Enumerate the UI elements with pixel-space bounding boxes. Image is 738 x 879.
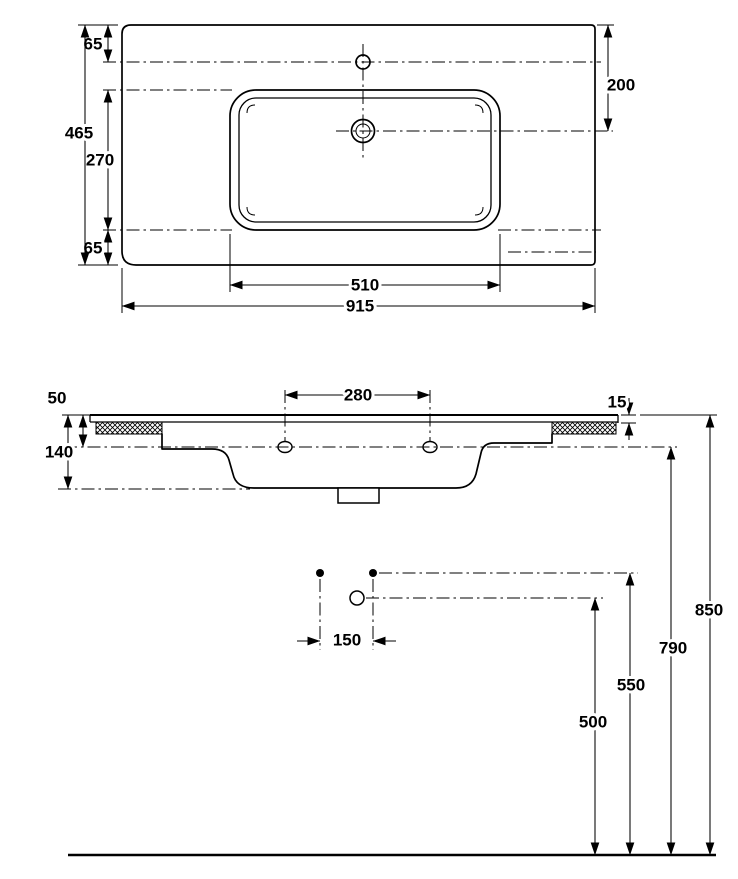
dim-label-rim-thickness: 15	[608, 393, 627, 412]
dim-outlet-height: 500	[576, 597, 610, 856]
dim-label-basin-to-front: 65	[84, 239, 103, 258]
dim-overall-depth: 465	[62, 24, 96, 266]
dim-outlet-span: 150	[297, 628, 396, 653]
fixing-bolt-left	[316, 569, 324, 577]
basin-corner-details	[246, 104, 484, 216]
dim-label-top-to-holes: 50	[48, 389, 67, 408]
dim-label-edge-to-faucet: 65	[84, 35, 103, 54]
dim-top-height: 850	[692, 414, 726, 856]
basin-rim-inner	[238, 97, 492, 223]
top-view-extension-lines	[78, 24, 614, 313]
dim-label-top-height: 850	[695, 601, 723, 620]
dim-label-outlet-span: 150	[333, 631, 361, 650]
side-view-centerlines	[58, 390, 677, 490]
dim-label-holes-height: 790	[659, 639, 687, 658]
drain-trap	[337, 487, 380, 504]
installation-extension-lines	[319, 572, 638, 650]
installation-view: 150 500 550 790 850	[68, 414, 726, 857]
dim-label-basin-width: 510	[351, 276, 379, 295]
wall-rail-left	[95, 421, 163, 435]
dim-label-outlet-height: 500	[579, 713, 607, 732]
dim-basin-width: 510	[229, 273, 501, 298]
countertop-outline	[121, 24, 596, 266]
dim-holes-span: 280	[284, 383, 431, 408]
dim-body-height: 140	[42, 414, 76, 490]
dim-label-body-height: 140	[45, 443, 73, 462]
dim-label-edge-to-drain: 200	[607, 76, 635, 95]
waste-outlet	[349, 590, 365, 606]
basin-rim-outer	[229, 89, 501, 231]
wall-rail-right	[551, 421, 617, 435]
fixing-bolt-right	[369, 569, 377, 577]
dim-rim-thickness: 15	[605, 390, 634, 440]
dim-label-bolts-height: 550	[617, 676, 645, 695]
dim-label-basin-depth: 270	[86, 151, 114, 170]
dim-top-to-holes: 50	[45, 386, 88, 448]
dim-label-holes-span: 280	[344, 386, 372, 405]
basin-body-profile	[161, 433, 553, 489]
dim-label-overall-depth: 465	[65, 124, 93, 143]
dim-overall-width: 915	[121, 294, 596, 319]
dim-edge-to-faucet: 65	[81, 24, 113, 63]
top-view-centerlines	[103, 44, 613, 253]
side-view: 50 140 280 15	[42, 383, 717, 504]
dim-edge-to-drain: 200	[603, 24, 638, 132]
dim-label-overall-width: 915	[346, 297, 374, 316]
top-view: 65 270 65 465 200 510 915	[62, 24, 638, 319]
dim-bolts-height: 550	[614, 572, 648, 856]
dim-basin-to-front: 65	[81, 229, 113, 266]
dim-basin-depth: 270	[83, 89, 117, 231]
dim-holes-height: 790	[656, 446, 690, 856]
